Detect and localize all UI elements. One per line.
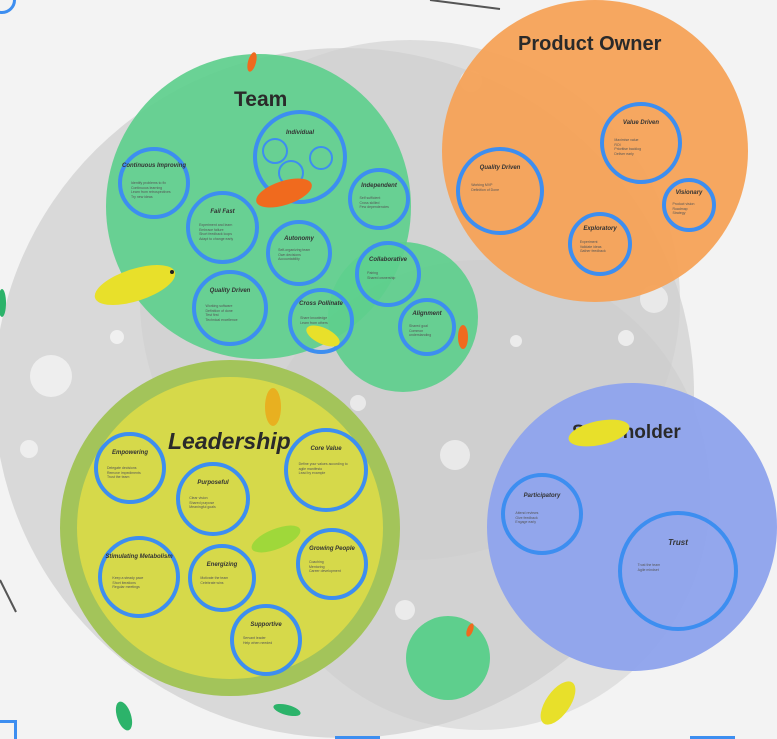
ring-body: Servant leader Help when needed [242, 636, 273, 645]
ring-quality-driven-po[interactable]: Quality Driven Working MVP Definition of… [456, 147, 544, 235]
green-bug-icon [273, 703, 301, 717]
bubble [395, 600, 415, 620]
ring-independent[interactable]: Independent Self sufficient Cross skille… [348, 168, 410, 230]
ring-body: Delegate decisions Remove impediments Tr… [106, 466, 141, 479]
ring-continuous-improving[interactable]: Continuous Improving Identify problems t… [118, 147, 190, 219]
ring-quality-driven-team[interactable]: Quality Driven Working software Definiti… [192, 270, 268, 346]
ring-participatory[interactable]: Participatory Attend reviews Give feedba… [501, 473, 583, 555]
bubble [510, 335, 522, 347]
ring-title: Energizing [206, 562, 238, 568]
bottom-line [335, 736, 380, 739]
ring-body: Share knowledge Learn from others [300, 316, 328, 325]
bubble [440, 440, 470, 470]
ring-title: Autonomy [284, 236, 314, 242]
ring-energizing[interactable]: Energizing Motivate the team Celebrate w… [188, 544, 256, 612]
ring-body: Identify problems to fix Continuous lear… [130, 181, 171, 199]
yellow-bug-icon [306, 325, 340, 347]
ring-body: Shared goal Common understanding [409, 324, 432, 337]
ring-core-value[interactable]: Core Value Define your values according … [284, 428, 368, 512]
ring-body: Experiment and learn Embrace failure Sho… [199, 223, 234, 241]
ring-purposeful[interactable]: Purposeful Clear vision Shared purpose M… [176, 462, 250, 536]
ring-title: Continuous Improving [122, 163, 186, 169]
team-title: Team [234, 88, 288, 111]
green-bug-icon [0, 289, 6, 317]
ring-collaborative[interactable]: Collaborative Pairing Shared ownership [355, 241, 421, 307]
green-bug-icon [251, 525, 301, 553]
ring-individual-title: Individual [285, 130, 314, 136]
ring-title: Quality Driven [209, 288, 251, 294]
ring-supportive[interactable]: Supportive Servant leader Help when need… [230, 604, 302, 676]
ring-alignment[interactable]: Alignment Shared goal Common understandi… [398, 298, 456, 356]
ring-body: Coaching Mentoring Career development [308, 560, 341, 573]
ring-exploratory[interactable]: Exploratory Experiment Validate ideas Ga… [568, 212, 632, 276]
orange-bug-icon [466, 623, 474, 637]
bubble [20, 440, 38, 458]
ring-body: Self-organizing team Own decisions Accou… [278, 248, 311, 261]
ring-title: Independent [361, 183, 397, 189]
ring-stimulating-metabolism[interactable]: Stimulating Metabolism Keep a steady pac… [98, 536, 180, 618]
ring-title: Purposeful [197, 480, 229, 486]
ring-title: Exploratory [583, 226, 617, 232]
bubble [350, 395, 366, 411]
ring-trust[interactable]: Trust Trust the team Agile mindset [618, 511, 738, 631]
orange-bug-icon [458, 325, 468, 349]
ring-fail-fast[interactable]: Fail Fast Experiment and learn Embrace f… [186, 191, 259, 264]
ring-body: Product vision Roadmap Strategy [672, 202, 695, 215]
ring-body: Keep a steady pace Short iterations Regu… [112, 576, 144, 589]
leadership-title: Leadership [168, 428, 291, 454]
ring-individual-mini[interactable] [309, 146, 333, 170]
bottom-left-bracket [0, 720, 17, 739]
ring-body: Attend reviews Give feedback Engage earl… [515, 511, 539, 524]
ring-title: Cross Pollinate [299, 301, 343, 307]
yellow-bug-icon [540, 681, 576, 725]
ring-title: Growing People [309, 546, 355, 552]
ring-title: Core Value [310, 446, 342, 452]
ring-visionary[interactable]: Visionary Product vision Roadmap Strateg… [662, 178, 716, 232]
yellow-bug-icon [568, 419, 630, 447]
ring-title: Value Driven [622, 120, 660, 126]
small-green-circle[interactable] [406, 616, 490, 700]
ring-autonomy[interactable]: Autonomy Self-organizing team Own decisi… [266, 220, 332, 286]
ring-title: Quality Driven [479, 165, 521, 171]
ring-title: Alignment [412, 311, 442, 317]
ring-body: Maximise value ROI Prioritise backlog De… [614, 138, 642, 156]
ring-empowering[interactable]: Empowering Delegate decisions Remove imp… [94, 432, 166, 504]
ring-title: Trust [668, 538, 688, 547]
ring-body: Trust the team Agile mindset [637, 563, 661, 572]
bubble [30, 355, 72, 397]
ring-title: Collaborative [368, 257, 407, 263]
ring-cross-pollinate[interactable]: Cross Pollinate Share knowledge Learn fr… [288, 288, 354, 354]
bubble [110, 330, 124, 344]
ring-title: Fail Fast [210, 209, 235, 215]
ring-individual-mini[interactable] [262, 138, 288, 164]
ring-body: Clear vision Shared purpose Meaningful g… [189, 496, 216, 509]
bubble [618, 330, 634, 346]
ring-body: Define your values according to agile ma… [298, 462, 348, 475]
ring-body: Pairing Shared ownership [367, 271, 396, 280]
ring-individual[interactable]: Individual [253, 110, 347, 204]
bottom-line [690, 736, 735, 739]
ring-title: Participatory [523, 493, 561, 499]
ring-title: Supportive [250, 622, 282, 628]
yellow-bug-icon [265, 388, 281, 426]
ring-value-driven[interactable]: Value Driven Maximise value ROI Prioriti… [600, 102, 682, 184]
ring-body: Motivate the team Celebrate wins [200, 576, 229, 585]
ring-body: Self sufficient Cross skilled Few depend… [359, 196, 389, 209]
ring-title: Visionary [675, 190, 703, 196]
yellow-bug-icon [94, 264, 176, 306]
ring-body: Working MVP Definition of Done [471, 183, 500, 192]
ring-body: Experiment Validate ideas Gather feedbac… [579, 240, 606, 253]
orange-bug-icon [256, 178, 312, 208]
orange-bug-icon [247, 52, 257, 72]
ring-body: Working software Definition of done Test… [205, 304, 238, 322]
ring-growing-people[interactable]: Growing People Coaching Mentoring Career… [296, 528, 368, 600]
ring-title: Stimulating Metabolism [105, 554, 173, 560]
green-bug-icon [115, 701, 133, 731]
product-owner-title: Product Owner [518, 33, 662, 55]
ring-title: Empowering [111, 450, 148, 456]
